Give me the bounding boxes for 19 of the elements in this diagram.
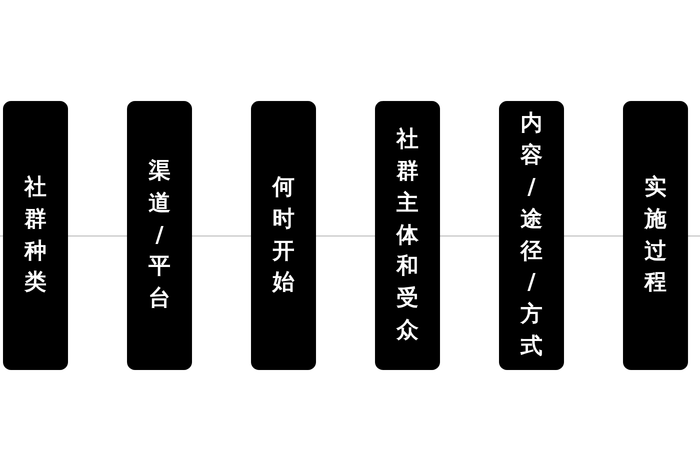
- connector-line: [564, 235, 623, 237]
- step-label: 内容/途径/方式: [520, 110, 542, 362]
- step-label: 社群主体和受众: [396, 126, 418, 346]
- step-box: [499, 101, 564, 370]
- step-box: [251, 101, 316, 370]
- connector-line: [0, 235, 3, 237]
- step-label: 何时开始: [272, 174, 294, 298]
- connector-line: [688, 235, 700, 237]
- step-label: 渠道/平台: [148, 158, 170, 314]
- step-label: 实施过程: [644, 174, 666, 298]
- step-box: [375, 101, 440, 370]
- connector-line: [192, 235, 251, 237]
- step-box: [623, 101, 688, 370]
- connector-line: [316, 235, 375, 237]
- connector-line: [440, 235, 499, 237]
- step-box: [3, 101, 68, 370]
- step-box: [127, 101, 192, 370]
- step-label: 社群种类: [24, 174, 46, 298]
- connector-line: [68, 235, 127, 237]
